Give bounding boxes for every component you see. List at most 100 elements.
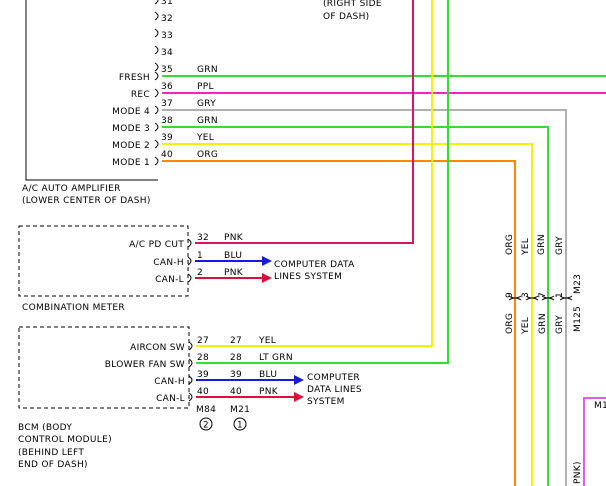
meter-arrow-text-1: COMPUTER DATA: [274, 260, 355, 270]
amp-pin-32: 32: [161, 14, 173, 24]
wire-mode1-org: [162, 160, 516, 486]
amp-wire-code-37: GRY: [197, 99, 216, 109]
wire-mode2-yel: [162, 143, 533, 486]
amp-pin-38: 38: [161, 116, 173, 126]
arrow-bcm-canl: [294, 392, 304, 402]
wire-mode4-gry: [162, 109, 567, 486]
amp-label-fresh: FRESH: [119, 73, 150, 83]
bcm-connector-marks: [188, 341, 193, 402]
vc-upper-grn: GRN: [537, 234, 547, 255]
wire-mode3-grn: [162, 126, 549, 486]
bcm-label-canh: CAN-H: [154, 377, 185, 387]
amp-pin-39: 39: [161, 133, 173, 143]
bcm-wire-code-pnk: PNK: [259, 387, 279, 397]
bcm-circle-2-label: 2: [203, 421, 209, 431]
top-note-line1: (RIGHT SIDE: [323, 0, 382, 9]
amp-label-mode1: MODE 1: [112, 158, 150, 168]
amplifier-title: A/C AUTO AMPLIFIER: [22, 184, 121, 194]
amp-pin-33: 33: [161, 31, 173, 41]
wire-aircon-sw-yel: [196, 0, 433, 347]
amplifier-connector-marks: [154, 0, 159, 166]
amp-pin-36: 36: [161, 82, 173, 92]
combination-meter: A/C PD CUT CAN-H CAN-L 32 1 2 PNK BLU PN…: [18, 225, 355, 313]
bcm-label-aircon-sw: AIRCON SW: [130, 343, 185, 353]
meter-pin-32: 32: [197, 233, 209, 243]
meter-label-ac-pd-cut: A/C PD CUT: [129, 240, 184, 250]
vc-pin-9: 9: [505, 292, 515, 298]
bcm-title-2: CONTROL MODULE): [18, 435, 112, 445]
amp-wire-code-35: GRN: [197, 65, 218, 75]
arrow-meter-canl: [262, 273, 272, 283]
bcm-wire-code-yel: YEL: [258, 336, 276, 346]
bcm-title-4: END OF DASH): [18, 460, 88, 470]
amp-wire-code-36: PPL: [197, 82, 214, 92]
bcm-wire-code-ltgrn: LT GRN: [259, 353, 293, 363]
bcm-label-canl: CAN-L: [156, 394, 185, 404]
bcm-pin2-40: 40: [230, 387, 242, 397]
amp-wire-code-39: YEL: [196, 133, 214, 143]
vc-connector-marks: [508, 295, 573, 301]
vc-upper-org: ORG: [505, 234, 515, 255]
bcm-arrow-text-2: DATA LINES: [307, 385, 362, 395]
bcm-arrow-text-1: COMPUTER: [307, 373, 360, 383]
wire-blower-fan-sw-ltgrn: [196, 0, 449, 364]
amplifier-location: (LOWER CENTER OF DASH): [22, 196, 151, 206]
vc-lower-gry: GRY: [555, 315, 565, 334]
combination-meter-title: COMBINATION METER: [22, 303, 125, 313]
wire-right-edge-ppl: [583, 397, 606, 486]
vc-lower-grn: GRN: [538, 313, 548, 334]
right-edge-m1-label: M1: [594, 401, 606, 411]
bcm-circle-2: [199, 417, 213, 431]
bcm-pin2-28: 28: [230, 353, 242, 363]
vc-pin-7: 7: [538, 292, 548, 298]
meter-arrow-text-2: LINES SYSTEM: [274, 272, 342, 282]
bcm-circle-1-label: 1: [237, 421, 243, 431]
amp-wire-code-40: ORG: [197, 150, 218, 160]
bcm-label-blower-fan-sw: BLOWER FAN SW: [105, 360, 185, 370]
amp-label-mode4: MODE 4: [112, 107, 150, 117]
amp-pin-37: 37: [161, 99, 173, 109]
vc-connector-m125: M125: [573, 306, 583, 332]
vc-connector-m23: M23: [573, 274, 583, 294]
amp-pin-31: 31: [161, 0, 173, 7]
bcm-pin-39: 39: [197, 370, 209, 380]
bcm-circle-1: [233, 417, 247, 431]
meter-pin-2: 2: [197, 268, 203, 278]
arrow-bcm-canh: [294, 375, 304, 385]
right-edge-pnk-label: PNK): [573, 461, 583, 484]
meter-label-canl: CAN-L: [155, 275, 184, 285]
ac-auto-amplifier: 31 32 33 34 FRESH REC MODE 4 MODE 3 MODE…: [22, 0, 382, 206]
arrows: [262, 256, 304, 402]
meter-connector-marks: [187, 238, 192, 283]
bcm-wire-code-blu: BLU: [259, 370, 277, 380]
bcm-module: AIRCON SW BLOWER FAN SW CAN-H CAN-L 27 2…: [18, 326, 362, 470]
bcm-pin2-39: 39: [230, 370, 242, 380]
meter-label-canh: CAN-H: [153, 258, 184, 268]
vertical-connector: ORG YEL GRN GRY 9 3 7 1 ORG YEL GRN GRY …: [505, 234, 606, 484]
wire-ac-pd-cut-pnk: [195, 0, 414, 244]
meter-wire-code-pnk2: PNK: [224, 268, 244, 278]
arrow-meter-canh: [262, 256, 272, 266]
amp-label-rec: REC: [131, 90, 150, 100]
vc-pin-1: 1: [555, 292, 565, 298]
amp-wire-code-38: GRN: [197, 116, 218, 126]
meter-wire-code-pnk: PNK: [224, 233, 244, 243]
bcm-pin2-27: 27: [230, 336, 242, 346]
bcm-connector-m84: M84: [196, 405, 216, 415]
vc-upper-gry: GRY: [555, 236, 565, 255]
bcm-pin-28: 28: [197, 353, 209, 363]
vc-upper-yel: YEL: [521, 238, 531, 256]
bcm-pin-27: 27: [197, 336, 209, 346]
amp-label-mode2: MODE 2: [112, 141, 150, 151]
combination-meter-box: [18, 225, 189, 297]
vc-lower-yel: YEL: [521, 317, 531, 335]
bcm-arrow-text-3: SYSTEM: [307, 397, 345, 407]
wires: [162, 0, 606, 486]
vc-pin-3: 3: [521, 292, 531, 298]
bcm-title-1: BCM (BODY: [18, 423, 72, 433]
bcm-pin-40: 40: [197, 387, 209, 397]
meter-pin-1: 1: [197, 251, 203, 261]
amp-pin-34: 34: [161, 48, 173, 58]
amplifier-box: [25, 0, 158, 181]
